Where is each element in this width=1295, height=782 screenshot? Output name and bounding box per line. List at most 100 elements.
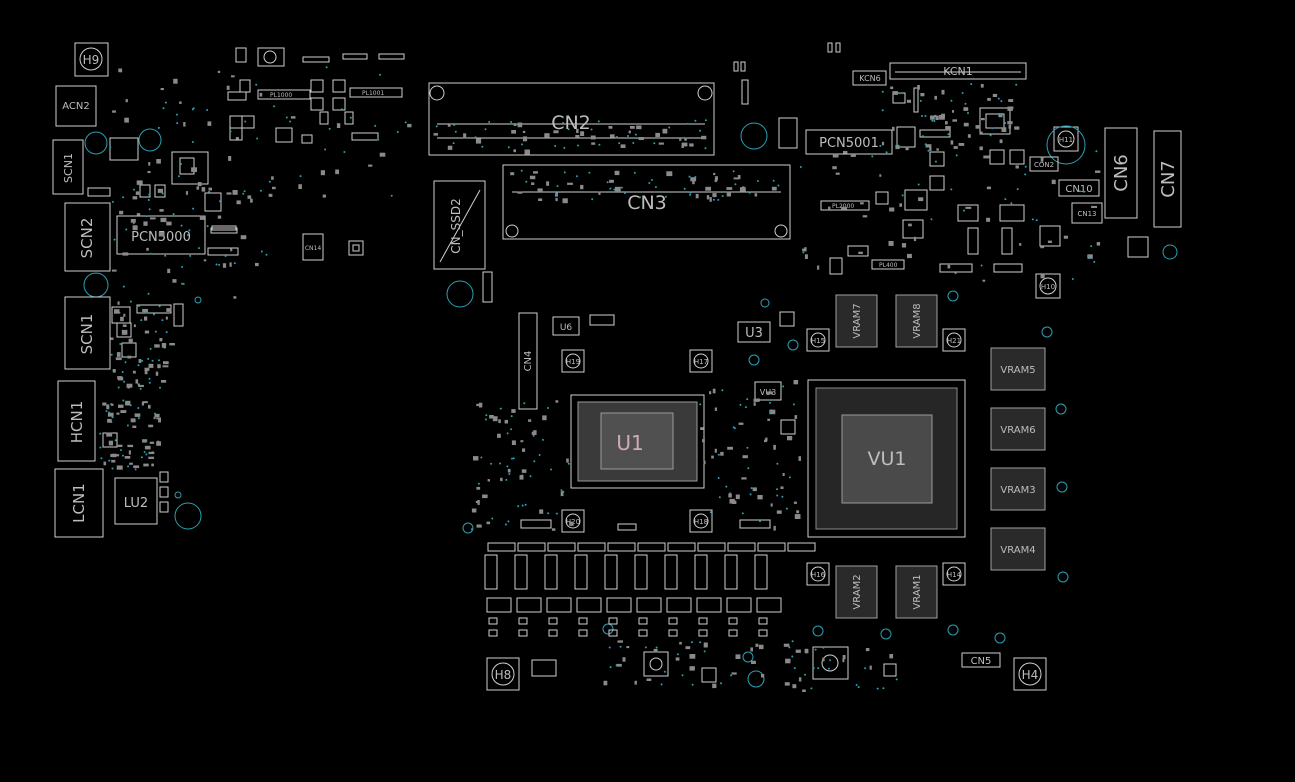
label-h14: H14 xyxy=(947,571,962,579)
label-h4: H4 xyxy=(1022,668,1039,682)
label-pcn5001: PCN5001 xyxy=(819,136,879,151)
small-pads xyxy=(99,66,1101,692)
label-h17: H17 xyxy=(694,358,708,366)
label-cn5: CN5 xyxy=(971,656,992,667)
connector-pcn5001: PCN5001 xyxy=(805,129,893,155)
label-vu1: VU1 xyxy=(868,448,907,470)
mount-hole-h11: H11 xyxy=(1046,125,1086,165)
connector-kcn6: KCN6 xyxy=(852,70,887,86)
mount-hole-h8: H8 xyxy=(486,657,520,691)
label-h11: H11 xyxy=(1059,136,1073,144)
vram7: VRAM7 xyxy=(835,294,878,348)
label-h9: H9 xyxy=(83,53,100,67)
label-h19: H19 xyxy=(566,358,580,366)
connector-scn1: SCN1 xyxy=(64,296,111,370)
label-vram5: VRAM5 xyxy=(1000,365,1035,376)
label-con2: CON2 xyxy=(1034,161,1054,169)
label-cn10: CN10 xyxy=(1065,184,1092,195)
gpu-vu1: VU1 xyxy=(807,379,966,538)
vram1: VRAM1 xyxy=(895,565,938,619)
label-cn3: CN3 xyxy=(627,192,667,214)
label-cn-ssd2: CN_SSD2 xyxy=(449,198,463,253)
power-stage-rows xyxy=(484,519,816,637)
label-vram8: VRAM8 xyxy=(912,303,923,338)
mount-hole-h16: H16 xyxy=(806,562,830,586)
label-u1: U1 xyxy=(616,431,643,455)
label-vram2: VRAM2 xyxy=(852,574,863,609)
label-vram6: VRAM6 xyxy=(1000,425,1035,436)
bottom-switches xyxy=(531,646,897,683)
label-cn6: CN6 xyxy=(1111,154,1132,192)
label-u3: U3 xyxy=(745,326,763,341)
label-scn1: SCN1 xyxy=(78,314,96,355)
label-vram3: VRAM3 xyxy=(1000,485,1035,496)
connector-scn1-small: SCN1 xyxy=(52,139,84,195)
label-u6: U6 xyxy=(560,323,573,333)
label-acn2: ACN2 xyxy=(62,101,90,112)
label-h10: H10 xyxy=(1041,283,1055,291)
connector-acn2: ACN2 xyxy=(55,85,97,127)
label-pl400: PL400 xyxy=(879,262,898,269)
connector-cn14: CN14 xyxy=(302,233,324,261)
mount-hole-h21: H21 xyxy=(942,328,966,352)
label-cn2: CN2 xyxy=(551,112,591,134)
right-misc-parts xyxy=(829,87,1061,275)
connector-cn13: CN13 xyxy=(1071,202,1103,224)
connector-cn3: CN3 xyxy=(502,164,791,240)
mount-hole-h10: H10 xyxy=(1035,273,1061,299)
connector-cn-ssd2: CN_SSD2 xyxy=(433,180,486,270)
label-h16: H16 xyxy=(811,571,826,579)
label-vram1: VRAM1 xyxy=(912,574,923,609)
vram3: VRAM3 xyxy=(990,467,1046,511)
cpu-u1: U1 xyxy=(570,394,705,489)
vram5: VRAM5 xyxy=(990,347,1046,391)
label-h18: H18 xyxy=(694,518,708,526)
chip-u3: U3 xyxy=(737,321,771,343)
label-lu2: LU2 xyxy=(124,496,148,511)
vram8: VRAM8 xyxy=(895,294,938,348)
mount-hole-h18: H18 xyxy=(689,509,713,533)
mount-hole-h17: H17 xyxy=(689,349,713,373)
vram2: VRAM2 xyxy=(835,565,878,619)
coil-pl400: PL400 xyxy=(871,259,905,270)
label-scn1-small: SCN1 xyxy=(62,153,75,183)
connector-cn10: CN10 xyxy=(1058,179,1100,197)
label-hcn1: HCN1 xyxy=(68,401,86,444)
mount-hole-h9: H9 xyxy=(74,42,109,77)
label-pcn5000: PCN5000 xyxy=(131,230,191,245)
connector-cn7: CN7 xyxy=(1153,130,1182,228)
label-scn2: SCN2 xyxy=(78,218,96,259)
connector-cn6: CN6 xyxy=(1104,127,1138,219)
top-left-power-area: PL1000 PL1001 xyxy=(227,47,405,144)
connector-hcn1: HCN1 xyxy=(57,380,96,462)
label-cn4: CN4 xyxy=(523,351,534,372)
connector-cn5: CN5 xyxy=(961,652,1001,668)
label-pl1001: PL1001 xyxy=(362,90,384,97)
label-vram7: VRAM7 xyxy=(852,303,863,338)
mount-hole-h15: H15 xyxy=(806,328,830,352)
label-cn7: CN7 xyxy=(1158,160,1179,198)
connector-kcn1: KCN1 xyxy=(889,62,1027,80)
chip-lu2: LU2 xyxy=(114,477,158,525)
mount-hole-h4: H4 xyxy=(1013,657,1047,691)
connector-cn2: CN2 xyxy=(428,82,715,156)
label-pl1000: PL1000 xyxy=(270,92,292,99)
label-cn13: CN13 xyxy=(1077,210,1096,218)
chip-u6: U6 xyxy=(552,316,580,336)
label-h8: H8 xyxy=(495,668,512,682)
label-vram4: VRAM4 xyxy=(1000,545,1035,556)
label-kcn1: KCN1 xyxy=(943,65,973,78)
connector-cn4: CN4 xyxy=(518,312,538,410)
mount-hole-h14: H14 xyxy=(942,562,966,586)
vram6: VRAM6 xyxy=(990,407,1046,451)
mount-hole-h19: H19 xyxy=(561,349,585,373)
label-h21: H21 xyxy=(947,337,961,345)
label-lcn1: LCN1 xyxy=(70,483,88,523)
connector-con2: CON2 xyxy=(1029,156,1059,172)
coil-pl2000: PL2000 xyxy=(820,200,870,211)
connector-lcn1: LCN1 xyxy=(54,468,104,538)
connector-pcn5000: PCN5000 xyxy=(116,215,206,255)
left-small-parts xyxy=(87,137,239,513)
label-h15: H15 xyxy=(811,337,825,345)
